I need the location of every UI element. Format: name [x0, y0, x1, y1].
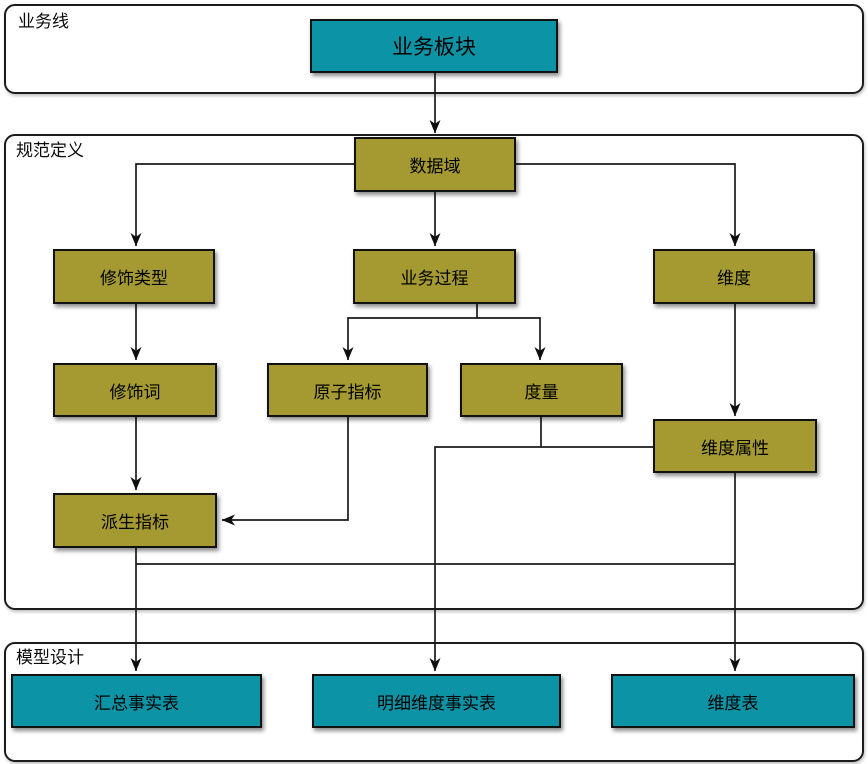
section-label-business-line: 业务线 [18, 12, 69, 31]
node-measure: 度量 [460, 363, 623, 417]
edge-domain-to-dimension [516, 163, 741, 247]
edge-atomic-to-derived [221, 417, 349, 526]
section-label-model-design: 模型设计 [16, 648, 84, 667]
node-detail-dimension-fact-table: 明细维度事实表 [312, 674, 561, 728]
edge-process-to-measure [477, 317, 546, 361]
node-modifier-type: 修饰类型 [53, 249, 215, 304]
node-data-domain: 数据域 [354, 137, 516, 192]
node-derived-metric: 派生指标 [53, 493, 217, 548]
node-dimension: 维度 [653, 249, 815, 304]
edge-domain-to-modifier-type [130, 163, 354, 247]
section-label-spec-definition: 规范定义 [16, 141, 84, 160]
node-modifier-word: 修饰词 [53, 363, 217, 417]
node-summary-fact-table: 汇总事实表 [11, 674, 262, 728]
node-dimension-attribute: 维度属性 [653, 419, 817, 473]
node-atomic-metric: 原子指标 [267, 363, 428, 417]
edge-process-to-atomic [342, 304, 478, 361]
node-dimension-table: 维度表 [611, 674, 855, 728]
node-business-process: 业务过程 [353, 249, 516, 304]
edge-measure-to-detail-table [429, 446, 653, 672]
node-business-sector: 业务板块 [310, 19, 558, 73]
